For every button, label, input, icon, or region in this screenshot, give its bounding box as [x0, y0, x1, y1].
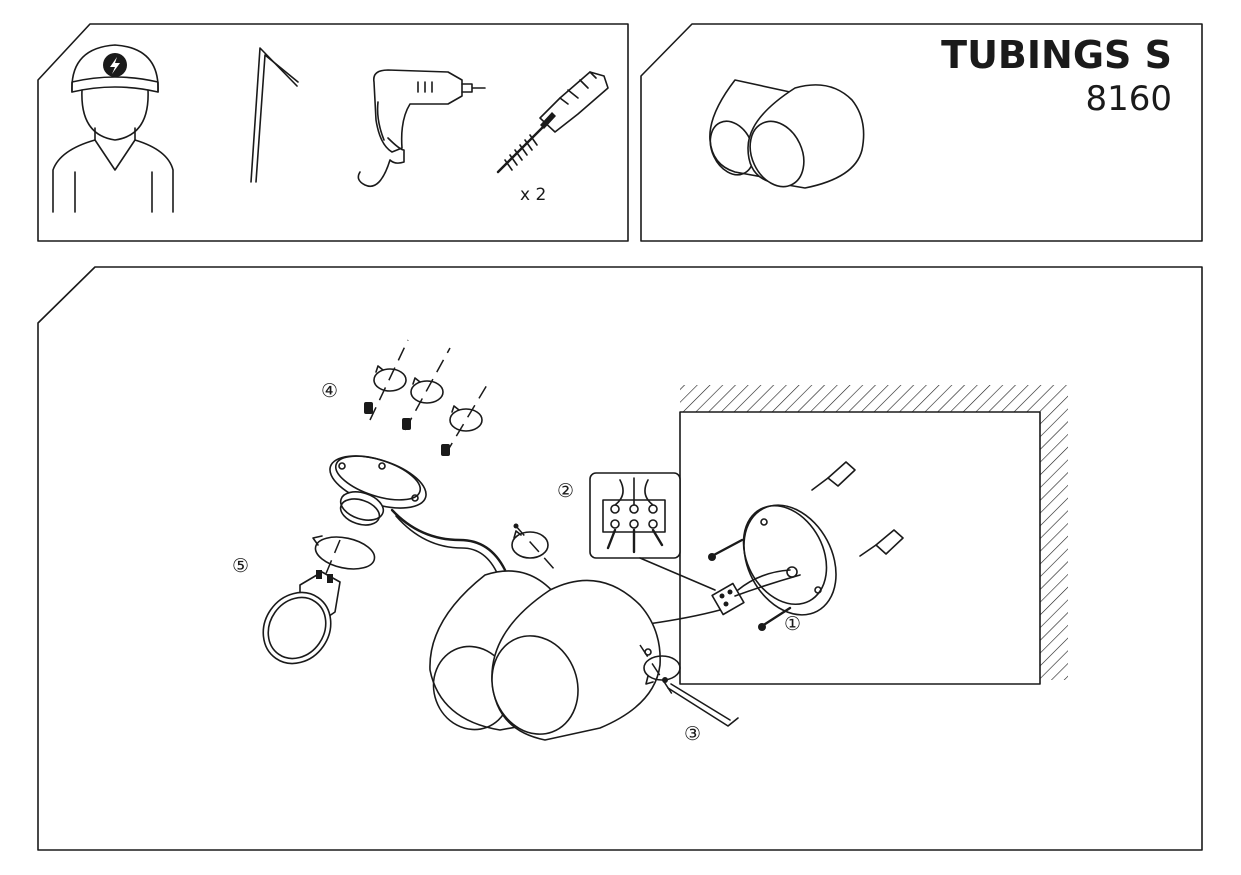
- wall-illustration: [679, 385, 1068, 685]
- product-code: 8160: [1085, 79, 1172, 119]
- product-panel-frame: [640, 23, 1203, 242]
- grub-screw-allen-key-icon: [639, 644, 739, 727]
- electrician-icon: [52, 44, 174, 213]
- wall-bracket-icon: [742, 504, 837, 616]
- step-number-3: ③: [684, 723, 701, 745]
- terminal-block-icon: [647, 569, 801, 625]
- fixing-screws-icon: [364, 339, 491, 456]
- rotate-arrow-icon: [511, 523, 556, 571]
- step-number-5: ⑤: [232, 555, 249, 577]
- assembly-panel: ① ② ③ ④ ⑤: [37, 266, 1203, 851]
- wiring-detail-inset: [589, 472, 716, 591]
- wall-plug-icon: [811, 461, 904, 557]
- screw-icon: [708, 538, 792, 631]
- product-name: TUBINGS S: [941, 33, 1172, 77]
- allen-key-icon: [250, 47, 299, 183]
- step-number-1: ①: [784, 613, 801, 635]
- tools-panel: x 2: [37, 23, 629, 242]
- drill-icon: [357, 69, 486, 187]
- tools-panel-frame: [37, 23, 629, 242]
- product-tubes-illustration: [709, 79, 865, 189]
- wall-plug-screw-icon: x 2: [496, 71, 609, 205]
- spot-tubes-icon: [429, 570, 661, 741]
- mounting-plate-icon: [329, 455, 507, 576]
- assembly-panel-frame: [37, 266, 1203, 851]
- gu10-bulb-icon: [262, 535, 376, 665]
- step-number-4: ④: [321, 380, 338, 402]
- step-number-2: ②: [557, 480, 574, 502]
- plug-quantity: x 2: [520, 185, 546, 205]
- product-panel: TUBINGS S 8160: [640, 23, 1203, 242]
